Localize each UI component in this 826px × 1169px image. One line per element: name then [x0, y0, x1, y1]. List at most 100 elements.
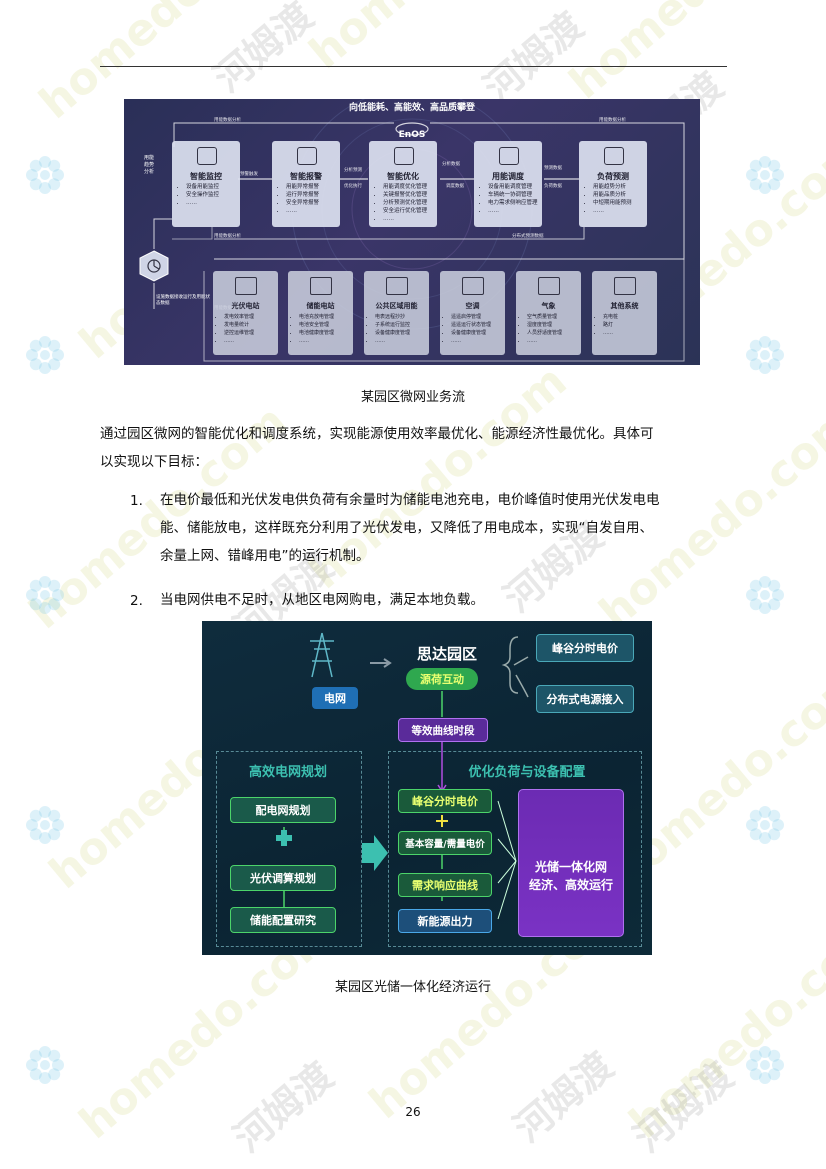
- module-item: 用能品质分析: [593, 191, 632, 199]
- subsystem-item: 人员舒适度管理: [527, 329, 562, 337]
- watermark-flower-icon: [26, 576, 64, 614]
- module-item: ……: [383, 215, 427, 223]
- subsystem-item: 路灯: [603, 321, 618, 329]
- subsystem-title: 公共区域用能: [375, 302, 418, 310]
- module-title: 用能调度: [492, 172, 524, 181]
- caption-figure2: 某园区光储一体化经济运行: [334, 980, 491, 995]
- subsystem-items: 电池充放电管理电池安全管理电池健康度管理……: [292, 313, 334, 345]
- flow-label: 优化执行: [344, 184, 362, 189]
- module-item: 设备用能监控: [186, 183, 219, 191]
- left-section-frame: [216, 751, 362, 947]
- source-load-interaction: 源荷互动: [406, 668, 478, 690]
- subsystem-item: ……: [527, 337, 562, 345]
- subsystem-icon: [462, 277, 484, 295]
- module-item: 安全操作监控: [186, 191, 219, 199]
- module-item: 安全运行优化管理: [383, 207, 427, 215]
- module-item: ……: [186, 199, 219, 207]
- subsystem-icon: [235, 277, 257, 295]
- park-title: 思达园区: [416, 645, 477, 663]
- module-item: 设备用能调度管理: [488, 183, 538, 191]
- subsystem-icon: [310, 277, 332, 295]
- list-item-2-number: 2.: [130, 593, 143, 609]
- module-item: 安全异常报警: [286, 199, 319, 207]
- subsystem-item: 空气质量管理: [527, 313, 562, 321]
- watermark-flower-icon: [746, 156, 784, 194]
- subsystem-item: 设备健康度管理: [375, 329, 410, 337]
- list-item-1-line-2: 能、储能放电，这样既充分利用了光伏发电，又降低了用电成本，实现“自发自用、: [160, 520, 653, 536]
- module-title: 智能监控: [190, 172, 222, 181]
- module-items: 设备用能调度管理车辆统一协调管理电力需求侧响应管理……: [480, 183, 538, 215]
- list-item-2: 当电网供电不足时，从地区电网购电，满足本地负载。: [160, 586, 730, 614]
- flow-label: 预警触发: [240, 172, 258, 177]
- flow-label: 分析数据: [442, 162, 460, 167]
- figure1-left-label: 用能趋势分析: [144, 155, 155, 175]
- module-item: 车辆统一协调管理: [488, 191, 538, 199]
- subsystem-item: ……: [224, 337, 254, 345]
- module-item: 运行异常报警: [286, 191, 319, 199]
- figure1-bottom-left-label: 设施数据接收运行及用能状态数据: [156, 295, 210, 306]
- list-item-1: 在电价最低和光伏发电供负荷有余量时为储能电池充电，电价峰值时使用光伏发电电 能、…: [160, 486, 730, 570]
- module-item: 分析预测优化管理: [383, 199, 427, 207]
- subsystem-item: ……: [299, 337, 334, 345]
- module-card: 智能优化用能调度优化管理关键报警优化管理分析预测优化管理安全运行优化管理……: [369, 141, 437, 227]
- peak-valley-price-box: 峰谷分时电价: [536, 634, 634, 662]
- list-item-2-line-1: 当电网供电不足时，从地区电网购电，满足本地负载。: [160, 592, 484, 608]
- subsystem-card: 空调遥遥启停管理遥遥运行状态管理设备健康度管理……: [440, 271, 505, 355]
- module-card: 负荷预测用能趋势分析用能品质分析中短期用能预测……: [579, 141, 647, 227]
- list-item-1-line-3: 余量上网、错峰用电”的运行机制。: [160, 548, 370, 564]
- page-number: 26: [405, 1105, 421, 1119]
- subsystem-icon: [538, 277, 560, 295]
- module-item: 用能异常报警: [286, 183, 319, 191]
- subsystem-card: 储能电站电池充放电管理电池安全管理电池健康度管理……: [288, 271, 353, 355]
- module-item: 电力需求侧响应管理: [488, 199, 538, 207]
- subsystem-item: 电池安全管理: [299, 321, 334, 329]
- subsystem-items: 发电效率管理发电量统计逆控运维管理……: [217, 313, 254, 345]
- enos-logo: EnOS: [398, 130, 426, 140]
- flow-label: 负荷数据: [544, 184, 562, 189]
- subsystem-items: 遥遥启停管理遥遥运行状态管理设备健康度管理……: [444, 313, 491, 345]
- subsystem-item: 电池充放电管理: [299, 313, 334, 321]
- left-plan-item: 配电网规划: [230, 797, 336, 823]
- list-item-1-number: 1.: [130, 493, 143, 509]
- module-card: 智能报警用能异常报警运行异常报警安全异常报警……: [272, 141, 340, 227]
- equivalent-curve-period: 等效曲线时段: [398, 718, 488, 742]
- subsystem-item: 逆控运维管理: [224, 329, 254, 337]
- subsystem-item: 发电量统计: [224, 321, 254, 329]
- intro-line-2: 以实现以下目标：: [100, 454, 208, 470]
- module-icon: [604, 147, 624, 165]
- module-item: ……: [593, 207, 632, 215]
- module-icon: [499, 147, 519, 165]
- subsystem-item: 湿度度管理: [527, 321, 562, 329]
- module-title: 负荷预测: [597, 172, 629, 181]
- subsystem-item: ……: [375, 337, 410, 345]
- watermark-flower-icon: [746, 806, 784, 844]
- right-config-item: 新能源出力: [398, 909, 492, 933]
- distributed-source-box: 分布式电源接入: [536, 685, 634, 713]
- subsystem-title: 储能电站: [306, 302, 335, 310]
- module-icon: [197, 147, 217, 165]
- module-icon: [297, 147, 317, 165]
- subsystem-icon: [614, 277, 636, 295]
- watermark-flower-icon: [26, 156, 64, 194]
- figure-park-microgrid-flow: 向低能耗、高能效、高品质攀登 EnOS 智能监控设备用能监控安全操作监控……智能…: [124, 99, 700, 365]
- module-card: 智能监控设备用能监控安全操作监控……: [172, 141, 240, 227]
- subsystem-item: ……: [451, 337, 491, 345]
- subsystem-title: 气象: [541, 302, 556, 310]
- flow-label: 用能数据分析: [599, 118, 626, 123]
- module-item: 中短期用能预测: [593, 199, 632, 207]
- watermark-brand-text: 河姆渡: [475, 3, 592, 111]
- right-config-item: 需求响应曲线: [398, 873, 492, 897]
- subsystem-card: 公共区域用能电表远程抄抄子系统运行监控设备健康度管理……: [364, 271, 429, 355]
- watermark-flower-icon: [746, 1046, 784, 1084]
- subsystem-items: 电表远程抄抄子系统运行监控设备健康度管理……: [368, 313, 410, 345]
- subsystem-item: 电池健康度管理: [299, 329, 334, 337]
- watermark-flower-icon: [26, 336, 64, 374]
- module-title: 智能优化: [387, 172, 419, 181]
- flow-label: 调度数据: [446, 184, 464, 189]
- subsystem-title: 其他系统: [610, 302, 639, 310]
- subsystem-item: 电表远程抄抄: [375, 313, 410, 321]
- subsystem-item: 发电效率管理: [224, 313, 254, 321]
- right-section-frame: [388, 751, 642, 947]
- module-card: 用能调度设备用能调度管理车辆统一协调管理电力需求侧响应管理……: [474, 141, 542, 227]
- flow-label: 分布式预测数据: [512, 234, 544, 239]
